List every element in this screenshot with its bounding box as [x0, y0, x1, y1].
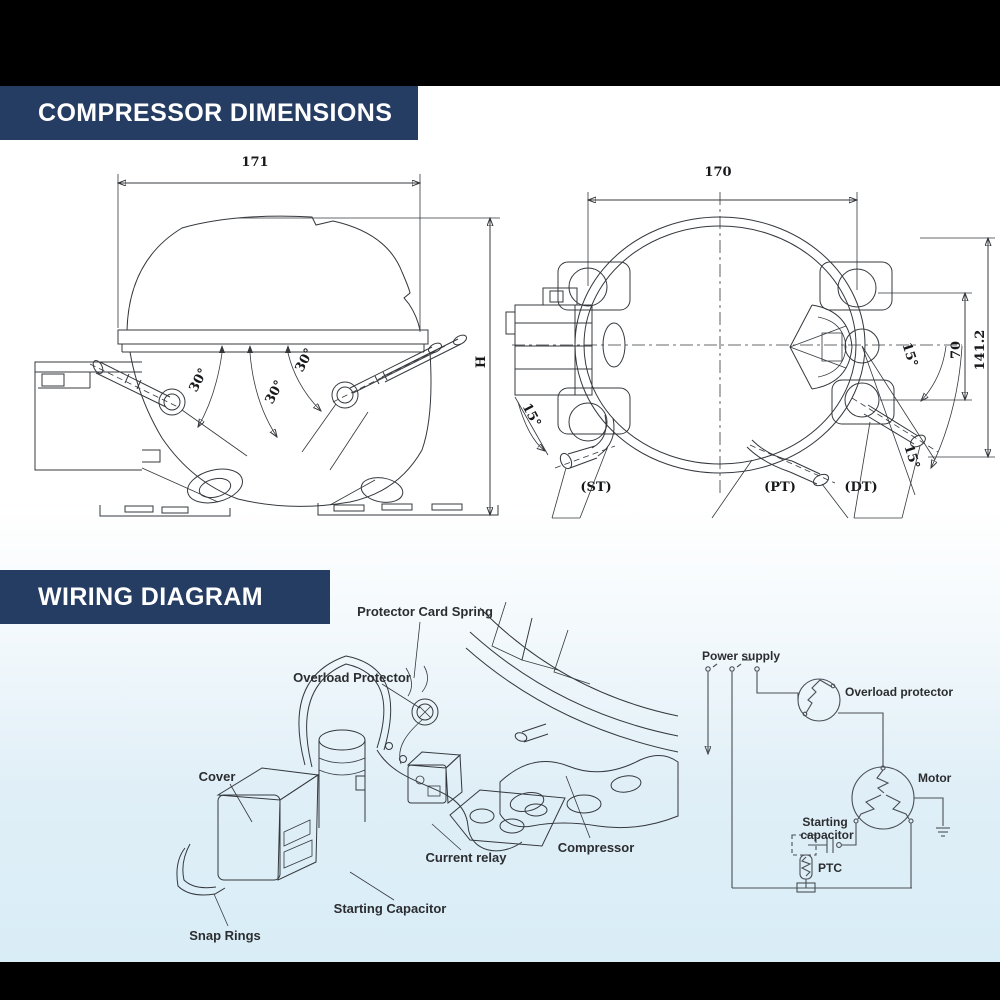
compressor-top-view-drawing: 170 [505, 165, 995, 519]
label-motor: Motor [918, 771, 952, 785]
banner-wiring-diagram-title: WIRING DIAGRAM [38, 582, 264, 611]
tube-label-dt: (DT) [844, 480, 877, 495]
top-letterbox [0, 0, 1000, 86]
bottom-letterbox [0, 962, 1000, 1000]
label-starting-capacitor-1: Starting [802, 815, 847, 829]
top-view-width-dim: 170 [704, 165, 731, 180]
side-view-angle-2: 30° [263, 378, 288, 407]
wiring-schematic: Power supply Overload protector Motor [702, 649, 953, 893]
label-starting-capacitor: Starting Capacitor [334, 901, 447, 916]
label-current-relay: Current relay [426, 850, 508, 865]
side-view-height-dim: H [474, 356, 489, 368]
top-view-angle-right-1: 15° [898, 341, 920, 369]
label-snap-rings: Snap Rings [189, 928, 261, 943]
wiring-exploded-view: Protector Card Spring Overload Protector… [176, 601, 679, 943]
document-page: COMPRESSOR DIMENSIONS 171 [0, 86, 1000, 962]
side-view-angle-1: 30° [187, 366, 212, 395]
label-compressor: Compressor [558, 840, 635, 855]
top-view-angle-right-2: 15° [900, 443, 922, 471]
side-view-width-dim: 171 [241, 155, 268, 170]
label-overload-protector: Overload Protector [293, 670, 411, 685]
tube-label-pt: (PT) [764, 480, 796, 495]
label-cover: Cover [199, 769, 236, 784]
label-ptc: PTC [818, 861, 842, 875]
label-protector-card-spring: Protector Card Spring [357, 604, 493, 619]
banner-compressor-dimensions: COMPRESSOR DIMENSIONS [0, 86, 418, 140]
compressor-side-view-drawing: 171 [34, 155, 500, 517]
side-view-angle-3: 30° [293, 346, 318, 375]
label-overload-protector-schem: Overload protector [845, 685, 953, 699]
label-starting-capacitor-2: capacitor [800, 828, 854, 842]
top-view-pitch-dim: 70 [949, 341, 964, 359]
label-power-supply: Power supply [702, 649, 780, 663]
banner-wiring-diagram: WIRING DIAGRAM [0, 570, 330, 624]
banner-compressor-dimensions-title: COMPRESSOR DIMENSIONS [38, 98, 393, 127]
tube-label-st: (ST) [580, 480, 611, 495]
top-view-overall-dim: 141.2 [973, 330, 988, 371]
